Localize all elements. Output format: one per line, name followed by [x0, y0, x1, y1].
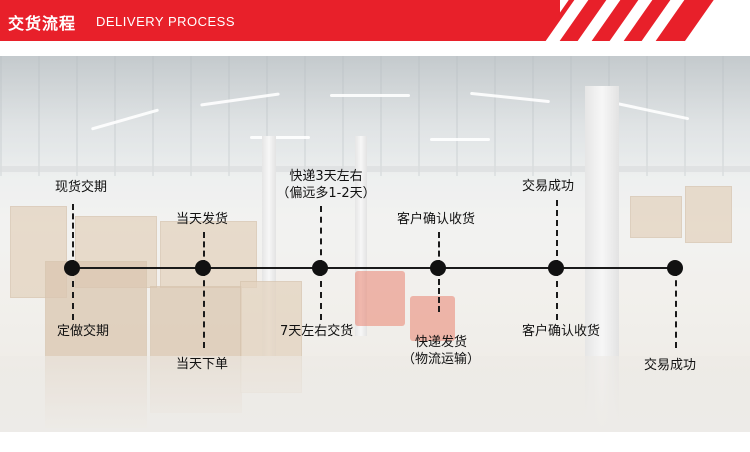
ceiling-light [250, 136, 310, 139]
connector-top [438, 232, 440, 266]
forklift [355, 271, 405, 326]
section-header-banner: 交货流程 DELIVERY PROCESS [0, 0, 750, 41]
warehouse-ceiling [0, 56, 750, 176]
timeline-node [64, 260, 80, 276]
photo-lightening-overlay [0, 56, 750, 432]
section-subtitle: DELIVERY PROCESS [96, 14, 236, 29]
connector-bottom [675, 270, 677, 348]
label-line: 快递发货 [414, 335, 467, 350]
stage-label-customer-confirm: 客户确认收货 [522, 324, 601, 339]
warehouse-floor [0, 356, 750, 432]
label-line: （物流运输） [401, 352, 480, 367]
connector-top [203, 232, 205, 266]
stage-label-custom-lead-time: 定做交期 [57, 324, 110, 339]
connector-top [320, 206, 322, 266]
banner-background [0, 0, 560, 41]
ceiling-beam [0, 166, 750, 172]
timeline-axis [72, 267, 676, 269]
stage-label-7-days-delivery: 7天左右交货 [280, 324, 354, 339]
ceiling-light [430, 138, 490, 141]
stage-label-same-day-order: 当天下单 [176, 357, 229, 372]
label-line: 快递3天左右 [289, 169, 363, 184]
connector-top [72, 204, 74, 266]
ceiling-light [330, 94, 410, 97]
forklift [410, 296, 455, 341]
section-title: 交货流程 [8, 14, 77, 33]
connector-bottom [556, 270, 558, 320]
stage-label-express-3-days: 快递3天左右 （偏远多1-2天） [271, 168, 381, 202]
timeline-node [195, 260, 211, 276]
cargo-stack [630, 196, 682, 238]
stage-label-customer-confirm: 客户确认收货 [397, 212, 476, 227]
stage-label-express-ship: 快递发货 （物流运输） [396, 334, 486, 368]
stage-label-deal-complete: 交易成功 [644, 358, 697, 373]
stage-label-deal-complete: 交易成功 [522, 179, 575, 194]
connector-top [556, 200, 558, 266]
warehouse-photo [0, 56, 750, 432]
stage-label-stock-lead-time: 现货交期 [55, 180, 108, 195]
timeline-node [312, 260, 328, 276]
connector-bottom [72, 270, 74, 320]
connector-bottom [203, 270, 205, 348]
connector-bottom [320, 270, 322, 320]
timeline-node [430, 260, 446, 276]
cargo-stack [685, 186, 732, 243]
timeline-node [667, 260, 683, 276]
label-line: （偏远多1-2天） [276, 186, 376, 201]
connector-bottom [438, 270, 440, 312]
stage-label-same-day-ship: 当天发货 [176, 212, 229, 227]
timeline-node [548, 260, 564, 276]
